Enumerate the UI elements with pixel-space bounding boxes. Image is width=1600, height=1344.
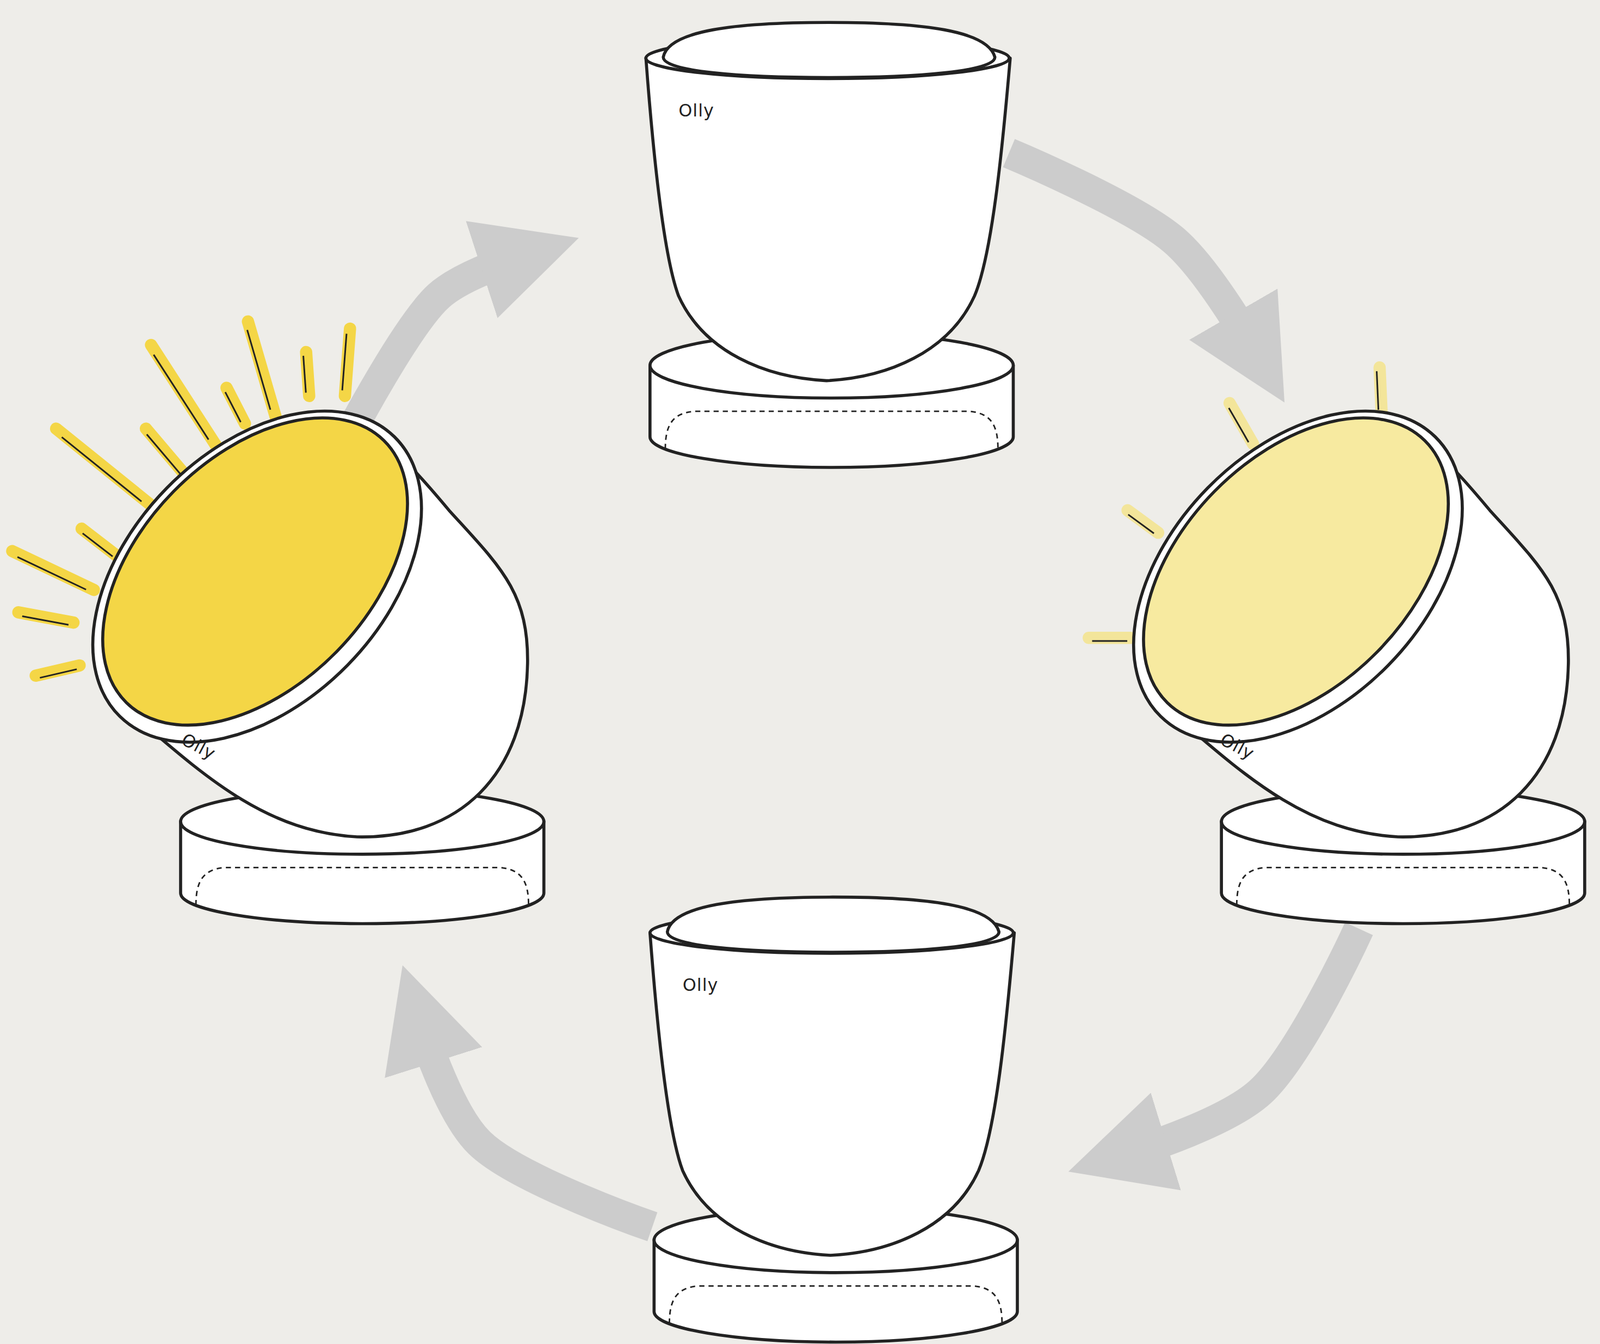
lamp-outline <box>1147 423 1597 934</box>
cycle-arrow <box>1009 152 1247 337</box>
lamp-rim <box>29 348 485 806</box>
light-ray-line <box>82 533 113 557</box>
lamp-body <box>645 58 1011 381</box>
light-ray-line <box>342 333 347 391</box>
lamp-outline <box>640 890 1027 1339</box>
light-ray <box>1229 403 1253 444</box>
light-ray-line <box>22 615 69 625</box>
light-ray <box>1379 367 1382 413</box>
lamp-outline <box>107 423 557 934</box>
lamp: Olly <box>1147 423 1597 934</box>
light-ray-line <box>225 392 241 423</box>
light-ray-line <box>39 669 77 678</box>
light-ray <box>145 428 186 476</box>
base-inner-line <box>1236 867 1569 905</box>
light-ray <box>1088 631 1131 645</box>
lamp: Olly <box>107 423 557 934</box>
lamp-rim <box>1070 348 1527 806</box>
light-ray-line <box>62 436 142 502</box>
lamp-light-face <box>44 360 466 783</box>
cycle-arrow <box>1141 928 1359 1149</box>
light-ray <box>1127 510 1159 533</box>
light-ray-line <box>17 557 86 590</box>
light-ray <box>56 428 151 506</box>
light-ray-line <box>1091 639 1128 642</box>
brand-logo: Olly <box>682 976 719 994</box>
light-ray <box>12 551 95 590</box>
light-ray-line <box>146 434 181 474</box>
cycle-arrow <box>349 261 506 434</box>
lamp-light-face <box>1085 360 1507 783</box>
lamp-body <box>650 932 1015 1256</box>
light-ray <box>248 321 276 417</box>
cycle-arrow <box>425 1038 653 1227</box>
lamp-cap <box>667 897 1000 953</box>
lamp-outline <box>637 15 1021 475</box>
light-ray <box>226 387 245 424</box>
light-ray-line <box>153 354 209 440</box>
light-ray <box>151 344 217 447</box>
base-inner-line <box>665 411 998 449</box>
light-ray-line <box>1228 408 1249 443</box>
base-inner-line <box>669 1285 1002 1324</box>
brand-logo: Olly <box>678 102 714 120</box>
lamp: Olly <box>637 15 1021 475</box>
base-inner-line <box>195 867 529 905</box>
lamp-cap <box>663 22 996 78</box>
lamp: Olly <box>640 890 1027 1339</box>
light-ray <box>306 351 310 397</box>
light-ray-line <box>1128 514 1154 534</box>
light-ray <box>81 528 118 557</box>
light-ray-line <box>303 355 307 393</box>
light-ray-line <box>246 329 271 410</box>
light-ray-line <box>1376 371 1379 410</box>
